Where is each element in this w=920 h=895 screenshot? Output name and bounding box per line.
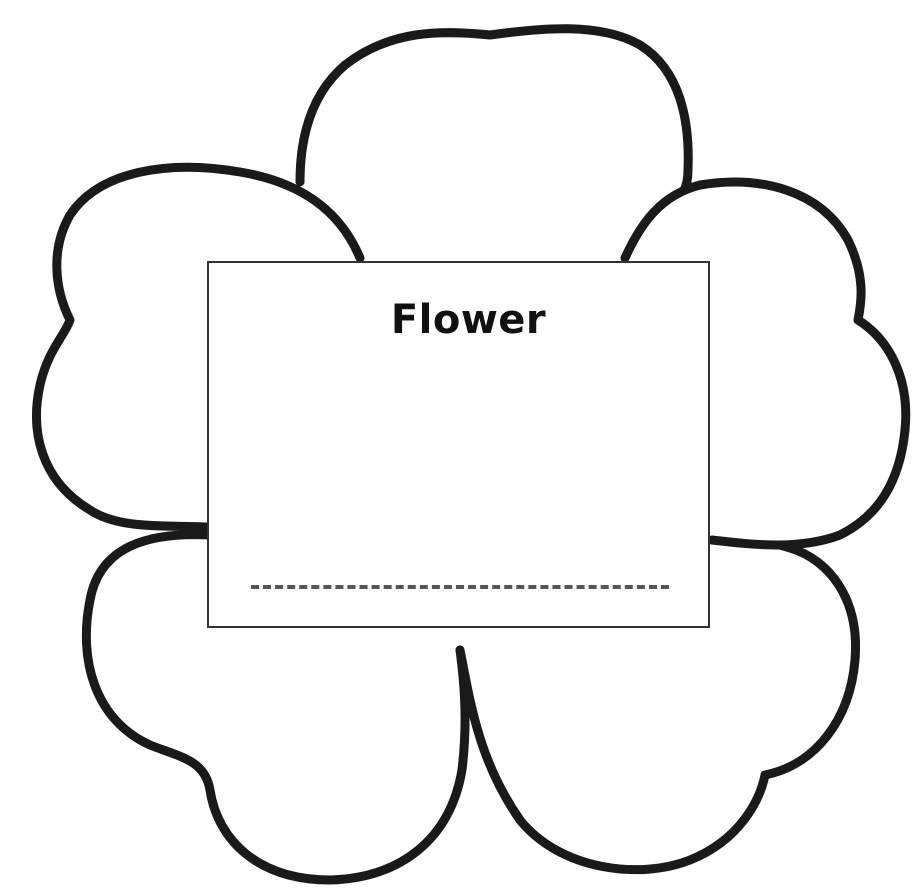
label-card: Flower xyxy=(207,261,710,628)
answer-blank-line[interactable] xyxy=(251,585,669,589)
petal-top xyxy=(300,29,688,205)
worksheet-title: Flower xyxy=(209,297,708,343)
